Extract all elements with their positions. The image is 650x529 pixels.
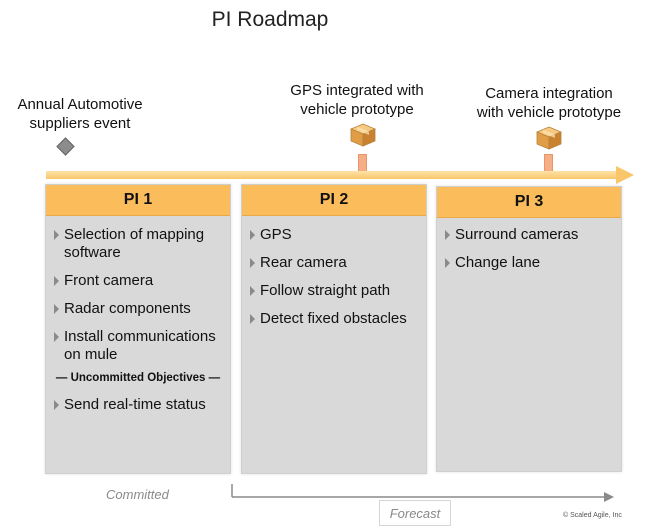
list-item: Change lane [445,254,615,272]
list-item: GPS [250,226,420,244]
package-icon [350,123,376,147]
objective-list: GPS Rear camera Follow straight path Det… [242,216,426,328]
pi-column-2: PI 2 GPS Rear camera Follow straight pat… [241,184,427,474]
pi-header: PI 2 [242,185,426,216]
list-item: Selection of mapping software [54,226,224,262]
uncommitted-list: Send real-time status [46,396,230,414]
list-item: Radar components [54,300,224,318]
list-item: Send real-time status [54,396,224,414]
package-icon [536,126,562,150]
forecast-arrow [231,484,614,502]
diamond-icon [56,137,75,156]
list-item: Front camera [54,272,224,290]
pi-column-1: PI 1 Selection of mapping software Front… [45,184,231,474]
uncommitted-objectives-label: — Uncommitted Objectives — [55,372,221,384]
objective-list: Selection of mapping software Front came… [46,216,230,364]
list-item: Follow straight path [250,282,420,300]
copyright-text: © Scaled Agile, Inc [563,512,622,519]
objective-list: Surround cameras Change lane [437,218,621,272]
list-item: Surround cameras [445,226,615,244]
milestone-label-annual-event: Annual Automotive suppliers event [17,96,143,132]
milestone-label-gps: GPS integrated with vehicle prototype [290,82,424,118]
page-title: PI Roadmap [211,8,329,31]
milestone-label-camera: Camera integration with vehicle prototyp… [476,85,622,121]
list-item: Detect fixed obstacles [250,310,420,328]
pi-header: PI 1 [46,185,230,216]
pi-header: PI 3 [437,187,621,218]
list-item: Install communications on mule [54,328,224,364]
forecast-label: Forecast [379,500,451,526]
list-item: Rear camera [250,254,420,272]
timeline-arrow [46,171,620,179]
timeline-arrow-head [616,166,634,184]
committed-label: Committed [106,487,169,502]
pi-column-3: PI 3 Surround cameras Change lane [436,186,622,472]
